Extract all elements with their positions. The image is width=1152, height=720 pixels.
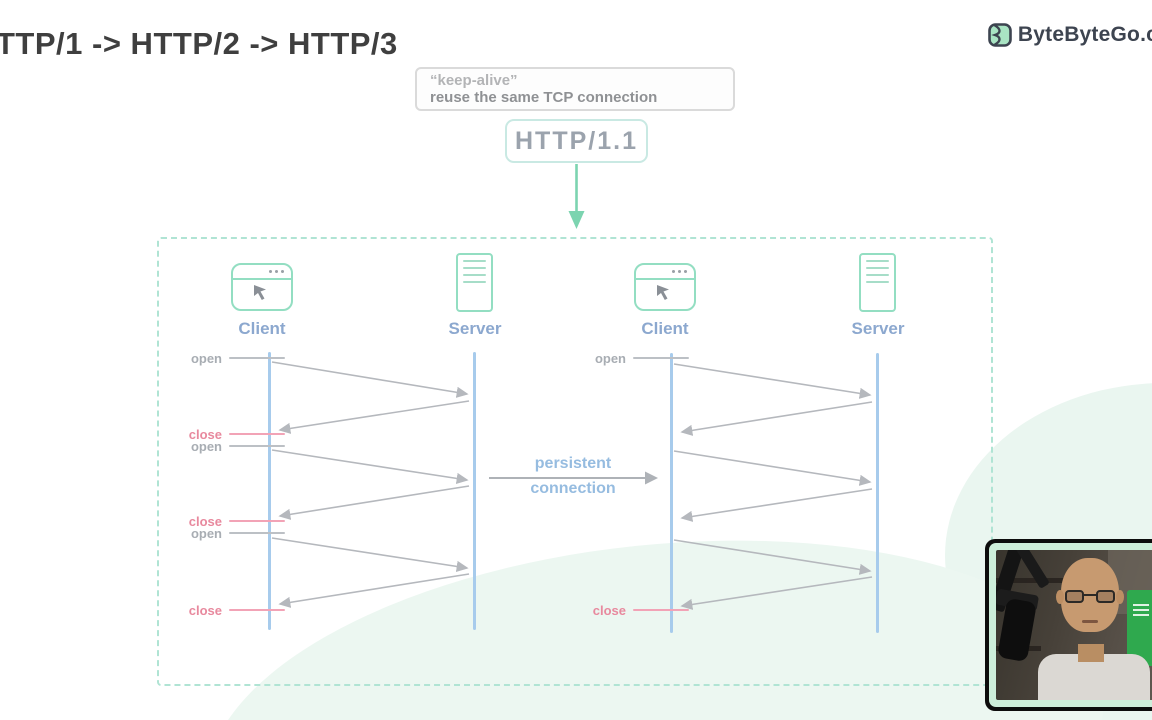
presenter-mouth [1082, 620, 1098, 623]
server-icon [456, 253, 493, 312]
timeline-event-close: close [184, 513, 285, 529]
persistent-label-line2: connection [530, 480, 616, 497]
timeline-event-open: open [184, 350, 285, 366]
timeline-event-open: open [588, 350, 689, 366]
persistent-label-line1: persistent [534, 455, 612, 472]
right-client-lifeline [670, 353, 673, 633]
webcam-video [996, 550, 1152, 700]
left-server-label: Server [448, 319, 502, 338]
timeline-event-open: open [184, 438, 285, 454]
webcam-frame [989, 543, 1152, 707]
timeline-event-close: close [184, 602, 285, 618]
cursor-icon [653, 281, 677, 305]
presenter-ear [1116, 590, 1124, 604]
cursor-icon [250, 281, 274, 305]
left-client-label: Client [238, 319, 286, 338]
callout-line2: reuse the same TCP connection [430, 89, 658, 106]
presenter-neck [1078, 644, 1104, 662]
browser-titlebar [233, 265, 291, 280]
client-browser-icon [634, 263, 696, 311]
browser-dots-icon [672, 270, 687, 273]
right-server-lifeline [876, 353, 879, 633]
brand: ByteByteGo.c [988, 23, 1152, 47]
right-server-label: Server [851, 319, 905, 338]
http11-version-box: HTTP/1.1 [505, 119, 648, 163]
left-client-lifeline [268, 352, 271, 630]
callout-line1: “keep-alive” [430, 72, 518, 89]
presenter-glasses [1065, 590, 1117, 604]
timeline-event-open: open [184, 525, 285, 541]
brand-name: ByteByteGo.c [1017, 23, 1152, 46]
timeline-event-close: close [184, 426, 285, 442]
http11-down-arrow [568, 164, 585, 229]
browser-titlebar [636, 265, 694, 280]
client-browser-icon [231, 263, 293, 311]
server-icon [859, 253, 896, 312]
shelf [996, 578, 1066, 583]
page-title: TTP/1 -> HTTP/2 -> HTTP/3 [0, 26, 398, 61]
keep-alive-callout: “keep-alive” reuse the same TCP connecti… [415, 67, 735, 111]
http11-diagram-panel [157, 237, 993, 686]
browser-dots-icon [269, 270, 284, 273]
presenter-ear [1056, 590, 1064, 604]
webcam-overlay [985, 539, 1152, 711]
timeline-event-close: close [588, 602, 689, 618]
bytebytego-icon [988, 23, 1012, 47]
green-box [1127, 590, 1152, 666]
right-client-label: Client [641, 319, 689, 338]
http11-label: HTTP/1.1 [515, 126, 638, 155]
left-server-lifeline [473, 352, 476, 630]
